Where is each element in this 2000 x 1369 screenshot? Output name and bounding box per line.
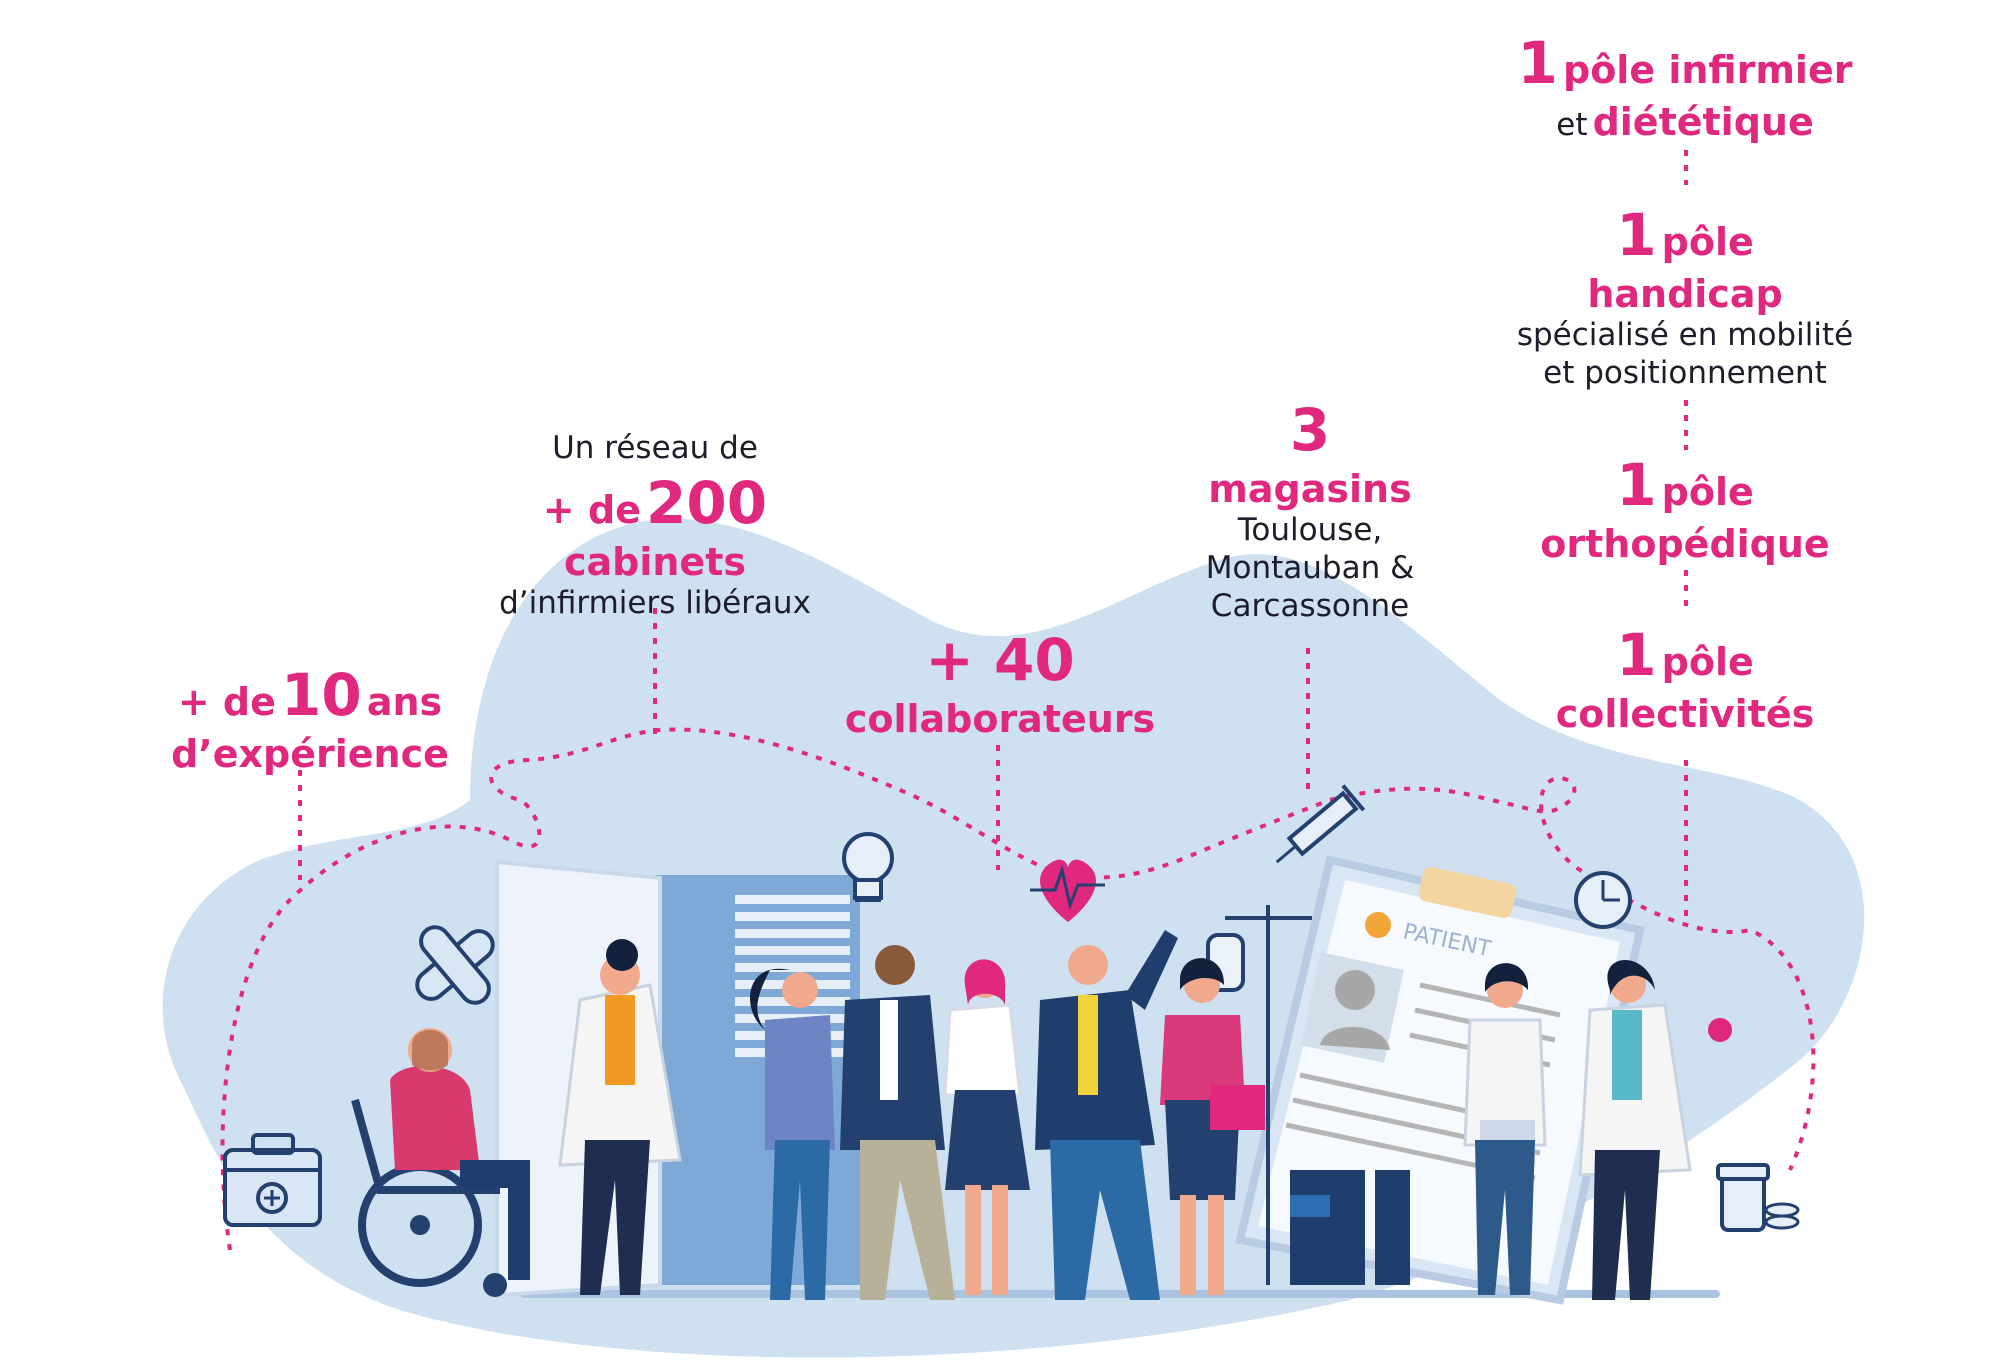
stat-stores: 3 magasins Toulouse, Montauban & Carcass… — [1160, 395, 1460, 626]
pole-nursing-connector: et — [1556, 106, 1588, 143]
pole-nursing: 1 pôle infirmier et diététique — [1480, 28, 1890, 145]
pole-collectivities-caption: collectivités — [1555, 691, 1815, 736]
pole-orthopedic-number: 1 — [1616, 451, 1657, 519]
stat-experience-prefix: + de — [177, 680, 276, 724]
pole-nursing-word: pôle infirmier — [1563, 48, 1853, 92]
lightbulb-icon — [842, 832, 894, 902]
stat-network-intro: Un réseau de — [552, 430, 758, 466]
syringe-icon — [1275, 784, 1366, 864]
stat-stores-city-1: Toulouse, — [1237, 512, 1383, 549]
stat-network-number: 200 — [646, 468, 768, 537]
stat-stores-city-2: Montauban & — [1205, 549, 1415, 586]
stat-network-detail: d’infirmiers libéraux — [499, 584, 811, 621]
bandage-icon — [415, 925, 495, 1005]
person-doctor-right — [1578, 960, 1732, 1300]
pole-orthopedic: 1 pôle orthopédique — [1480, 450, 1890, 567]
pole-handicap-detail-2: et positionnement — [1543, 354, 1827, 391]
stat-stores-city-3: Carcassonne — [1210, 587, 1410, 624]
stat-stores-number: 3 — [1289, 396, 1331, 464]
equipment — [1290, 1170, 1410, 1285]
pole-handicap: 1 pôle handicap spécialisé en mobilité e… — [1480, 200, 1890, 393]
person-man-suit — [840, 945, 955, 1300]
pill-bottle-icon — [1716, 1163, 1800, 1232]
stat-network-prefix: + de — [542, 487, 641, 532]
pole-handicap-number: 1 — [1616, 201, 1657, 269]
stat-network-caption: cabinets — [563, 539, 746, 584]
stat-network: Un réseau de + de 200 cabinets d’infirmi… — [445, 430, 865, 623]
person-woman-ponytail — [750, 968, 835, 1300]
pole-collectivities: 1 pôle collectivités — [1480, 620, 1890, 737]
stat-collaborators-number: + 40 — [925, 626, 1075, 694]
stat-collaborators: + 40 collaborateurs — [790, 625, 1210, 742]
pole-orthopedic-word: pôle — [1661, 470, 1754, 514]
pole-orthopedic-caption: orthopédique — [1540, 521, 1830, 566]
person-wheelchair — [351, 1028, 530, 1297]
stat-experience-number: 10 — [281, 661, 362, 729]
stat-experience-unit: ans — [366, 680, 443, 724]
pole-collectivities-word: pôle — [1661, 640, 1754, 684]
pole-nursing-caption: diététique — [1592, 99, 1814, 144]
person-nurse — [1463, 963, 1547, 1295]
person-man-waving — [1035, 930, 1178, 1300]
heartbeat-icon — [1030, 859, 1105, 922]
stat-stores-caption: magasins — [1208, 466, 1412, 511]
stat-experience: + de 10 ans d’expérience — [130, 660, 490, 777]
pole-collectivities-number: 1 — [1616, 621, 1657, 689]
clock-icon — [1574, 871, 1632, 929]
pole-nursing-number: 1 — [1517, 29, 1558, 97]
first-aid-kit-icon — [223, 1133, 322, 1227]
stat-collaborators-caption: collaborateurs — [844, 696, 1156, 741]
iv-drip-icon — [1206, 905, 1312, 1285]
pole-handicap-detail-1: spécialisé en mobilité — [1516, 317, 1854, 354]
pole-handicap-caption: handicap — [1587, 271, 1783, 316]
pole-handicap-word: pôle — [1661, 220, 1754, 264]
person-doctor-left — [558, 939, 682, 1295]
person-woman-pink-top — [1160, 958, 1265, 1295]
stat-experience-caption: d’expérience — [171, 731, 449, 776]
person-woman-pink-hair — [943, 959, 1030, 1295]
